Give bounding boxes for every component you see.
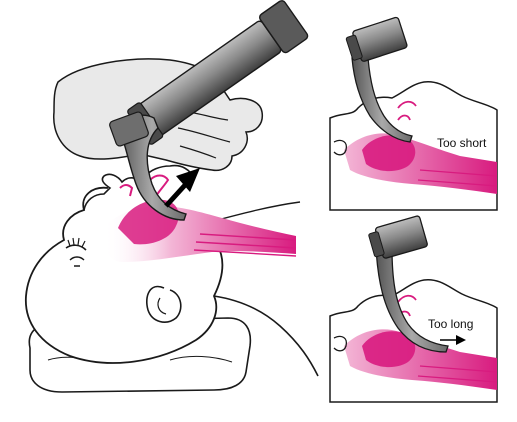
blade-hinge	[109, 111, 149, 147]
epiglottis	[149, 174, 170, 197]
panel-too-short-epiglottis	[397, 100, 417, 121]
panel-too-long-handle	[368, 215, 428, 259]
panel-too-short-chin	[333, 139, 348, 156]
right-arrow-icon	[440, 335, 466, 345]
panel-too-short-tongue	[362, 135, 416, 172]
ear-inner	[157, 297, 167, 315]
airway-lines	[193, 233, 297, 257]
panel-too-short-airway-lines	[417, 169, 498, 187]
panel-too-long-chin	[333, 335, 348, 352]
panel-too-short-blade	[351, 57, 413, 143]
too-short-label: Too short	[437, 136, 487, 150]
lift-direction-arrow-icon	[164, 168, 200, 208]
face-profile	[83, 164, 195, 211]
panel-too-short: Too short	[329, 16, 498, 211]
eyelashes	[67, 237, 86, 248]
ear	[146, 285, 182, 323]
panel-too-long-airway-lines	[417, 365, 498, 383]
brow	[69, 256, 85, 267]
panel-too-long-tongue	[362, 331, 416, 368]
panel-too-long-blade	[375, 247, 449, 353]
eye	[65, 244, 87, 251]
neck-outline	[213, 295, 319, 377]
uvula	[119, 184, 134, 197]
too-long-label: Too long	[428, 317, 473, 331]
panel-too-short-handle	[345, 16, 408, 62]
main-figure	[25, 0, 319, 393]
panel-too-long: Too long	[329, 215, 498, 403]
